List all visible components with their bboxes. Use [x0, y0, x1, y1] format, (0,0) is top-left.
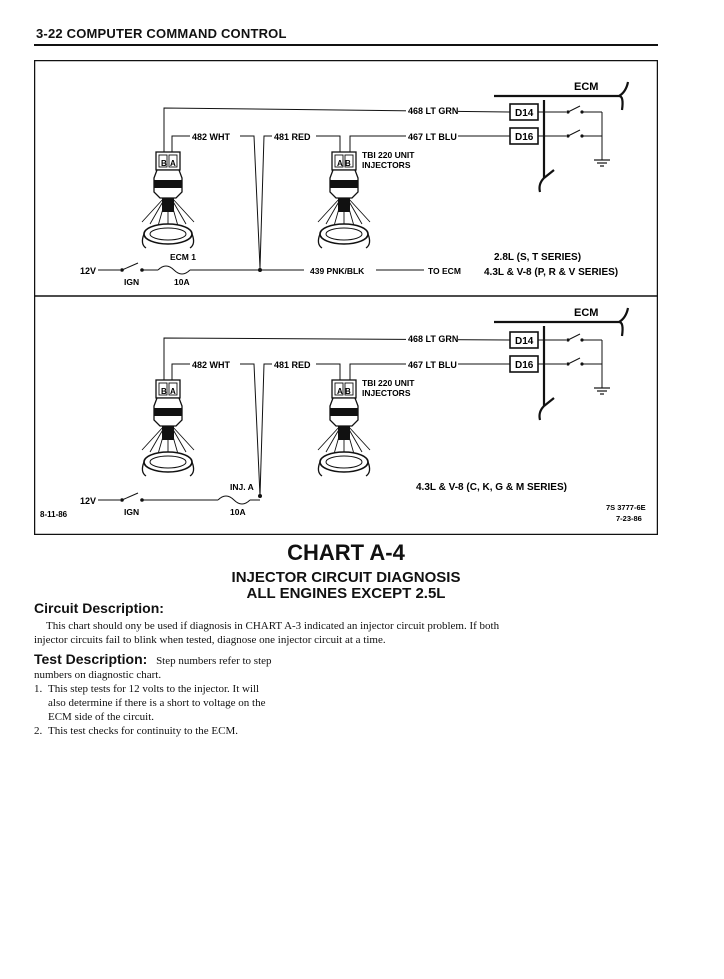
svg-text:10A: 10A: [174, 277, 190, 287]
svg-text:D14: D14: [515, 336, 534, 347]
svg-text:467 LT BLU: 467 LT BLU: [408, 360, 457, 370]
svg-text:IGN: IGN: [124, 277, 139, 287]
chart-title: CHART A-4: [287, 540, 405, 565]
svg-text:A: A: [337, 387, 343, 396]
svg-text:INJECTORS: INJECTORS: [362, 388, 411, 398]
chart-subtitle-line2: ALL ENGINES EXCEPT 2.5L: [246, 585, 446, 602]
header-rule: [34, 44, 658, 46]
svg-text:INJ. A: INJ. A: [230, 482, 254, 492]
svg-text:TBI 220 UNIT: TBI 220 UNIT: [362, 150, 415, 160]
svg-text:TO ECM: TO ECM: [428, 266, 461, 276]
test-description-intro-line2: numbers on diagnostic chart.: [34, 669, 162, 681]
chart-subtitle-line1: INJECTOR CIRCUIT DIAGNOSIS: [231, 569, 461, 586]
svg-text:D16: D16: [515, 360, 534, 371]
svg-text:481 RED: 481 RED: [274, 132, 311, 142]
svg-text:10A: 10A: [230, 507, 246, 517]
test-description-intro: Test Description: Step numbers refer to …: [34, 652, 354, 668]
top-diagram: ECM D14 D16 468 LT GRN 467 LT BLU 482 WH…: [80, 81, 630, 287]
svg-text:467 LT BLU: 467 LT BLU: [408, 132, 457, 142]
chart-title-block: CHART A-4 INJECTOR CIRCUIT DIAGNOSIS ALL…: [34, 540, 658, 602]
list-item: 2. This test checks for continuity to th…: [34, 725, 239, 737]
svg-text:439 PNK/BLK: 439 PNK/BLK: [310, 266, 365, 276]
page-header: 3-22 COMPUTER COMMAND CONTROL: [36, 26, 287, 41]
svg-text:468 LT GRN: 468 LT GRN: [408, 334, 458, 344]
circuit-description-line1: This chart should ony be used if diagnos…: [46, 620, 500, 632]
svg-text:B: B: [345, 387, 351, 396]
svg-text:12V: 12V: [80, 266, 96, 276]
svg-text:ECM: ECM: [574, 307, 598, 319]
svg-text:4.3L & V-8 (C, K, G & M SERIES: 4.3L & V-8 (C, K, G & M SERIES): [416, 482, 567, 493]
svg-text:A: A: [170, 159, 176, 168]
svg-text:TBI 220 UNIT: TBI 220 UNIT: [362, 378, 415, 388]
circuit-description-line2: injector circuits fail to blink when tes…: [34, 634, 386, 646]
svg-text:A: A: [170, 387, 176, 396]
svg-text:B: B: [161, 387, 167, 396]
svg-text:482 WHT: 482 WHT: [192, 360, 231, 370]
svg-text:IGN: IGN: [124, 507, 139, 517]
svg-text:D14: D14: [515, 108, 534, 119]
svg-text:482 WHT: 482 WHT: [192, 132, 231, 142]
svg-text:B: B: [161, 159, 167, 168]
svg-text:INJECTORS: INJECTORS: [362, 160, 411, 170]
ecm-label: ECM: [574, 81, 598, 93]
wiring-figure: ECM D14 D16 468 LT GRN 467 LT BLU 482 WH…: [34, 60, 658, 535]
svg-text:2.8L (S, T SERIES): 2.8L (S, T SERIES): [494, 252, 581, 263]
svg-text:7-23-86: 7-23-86: [616, 514, 642, 523]
svg-text:468 LT GRN: 468 LT GRN: [408, 106, 458, 116]
list-item: 1. This step tests for 12 volts to the i…: [34, 683, 266, 723]
test-steps-list: 1. This step tests for 12 volts to the i…: [34, 682, 334, 738]
svg-text:4.3L & V-8 (P, R & V SERIES): 4.3L & V-8 (P, R & V SERIES): [484, 267, 618, 278]
svg-text:12V: 12V: [80, 496, 96, 506]
bottom-diagram: ECM D14 D16 468 LT GRN 467 LT BLU 482 WH…: [40, 307, 646, 523]
test-description-intro-inline: Step numbers refer to step: [156, 655, 272, 667]
svg-text:8-11-86: 8-11-86: [40, 510, 68, 519]
svg-text:A: A: [337, 159, 343, 168]
test-description-heading: Test Description:: [34, 651, 148, 667]
svg-text:7S 3777-6E: 7S 3777-6E: [606, 503, 646, 512]
circuit-description-heading: Circuit Description:: [34, 600, 164, 616]
svg-text:481 RED: 481 RED: [274, 360, 311, 370]
svg-text:B: B: [345, 159, 351, 168]
svg-text:D16: D16: [515, 132, 534, 143]
svg-text:ECM 1: ECM 1: [170, 252, 196, 262]
figure-frame: [34, 60, 658, 535]
